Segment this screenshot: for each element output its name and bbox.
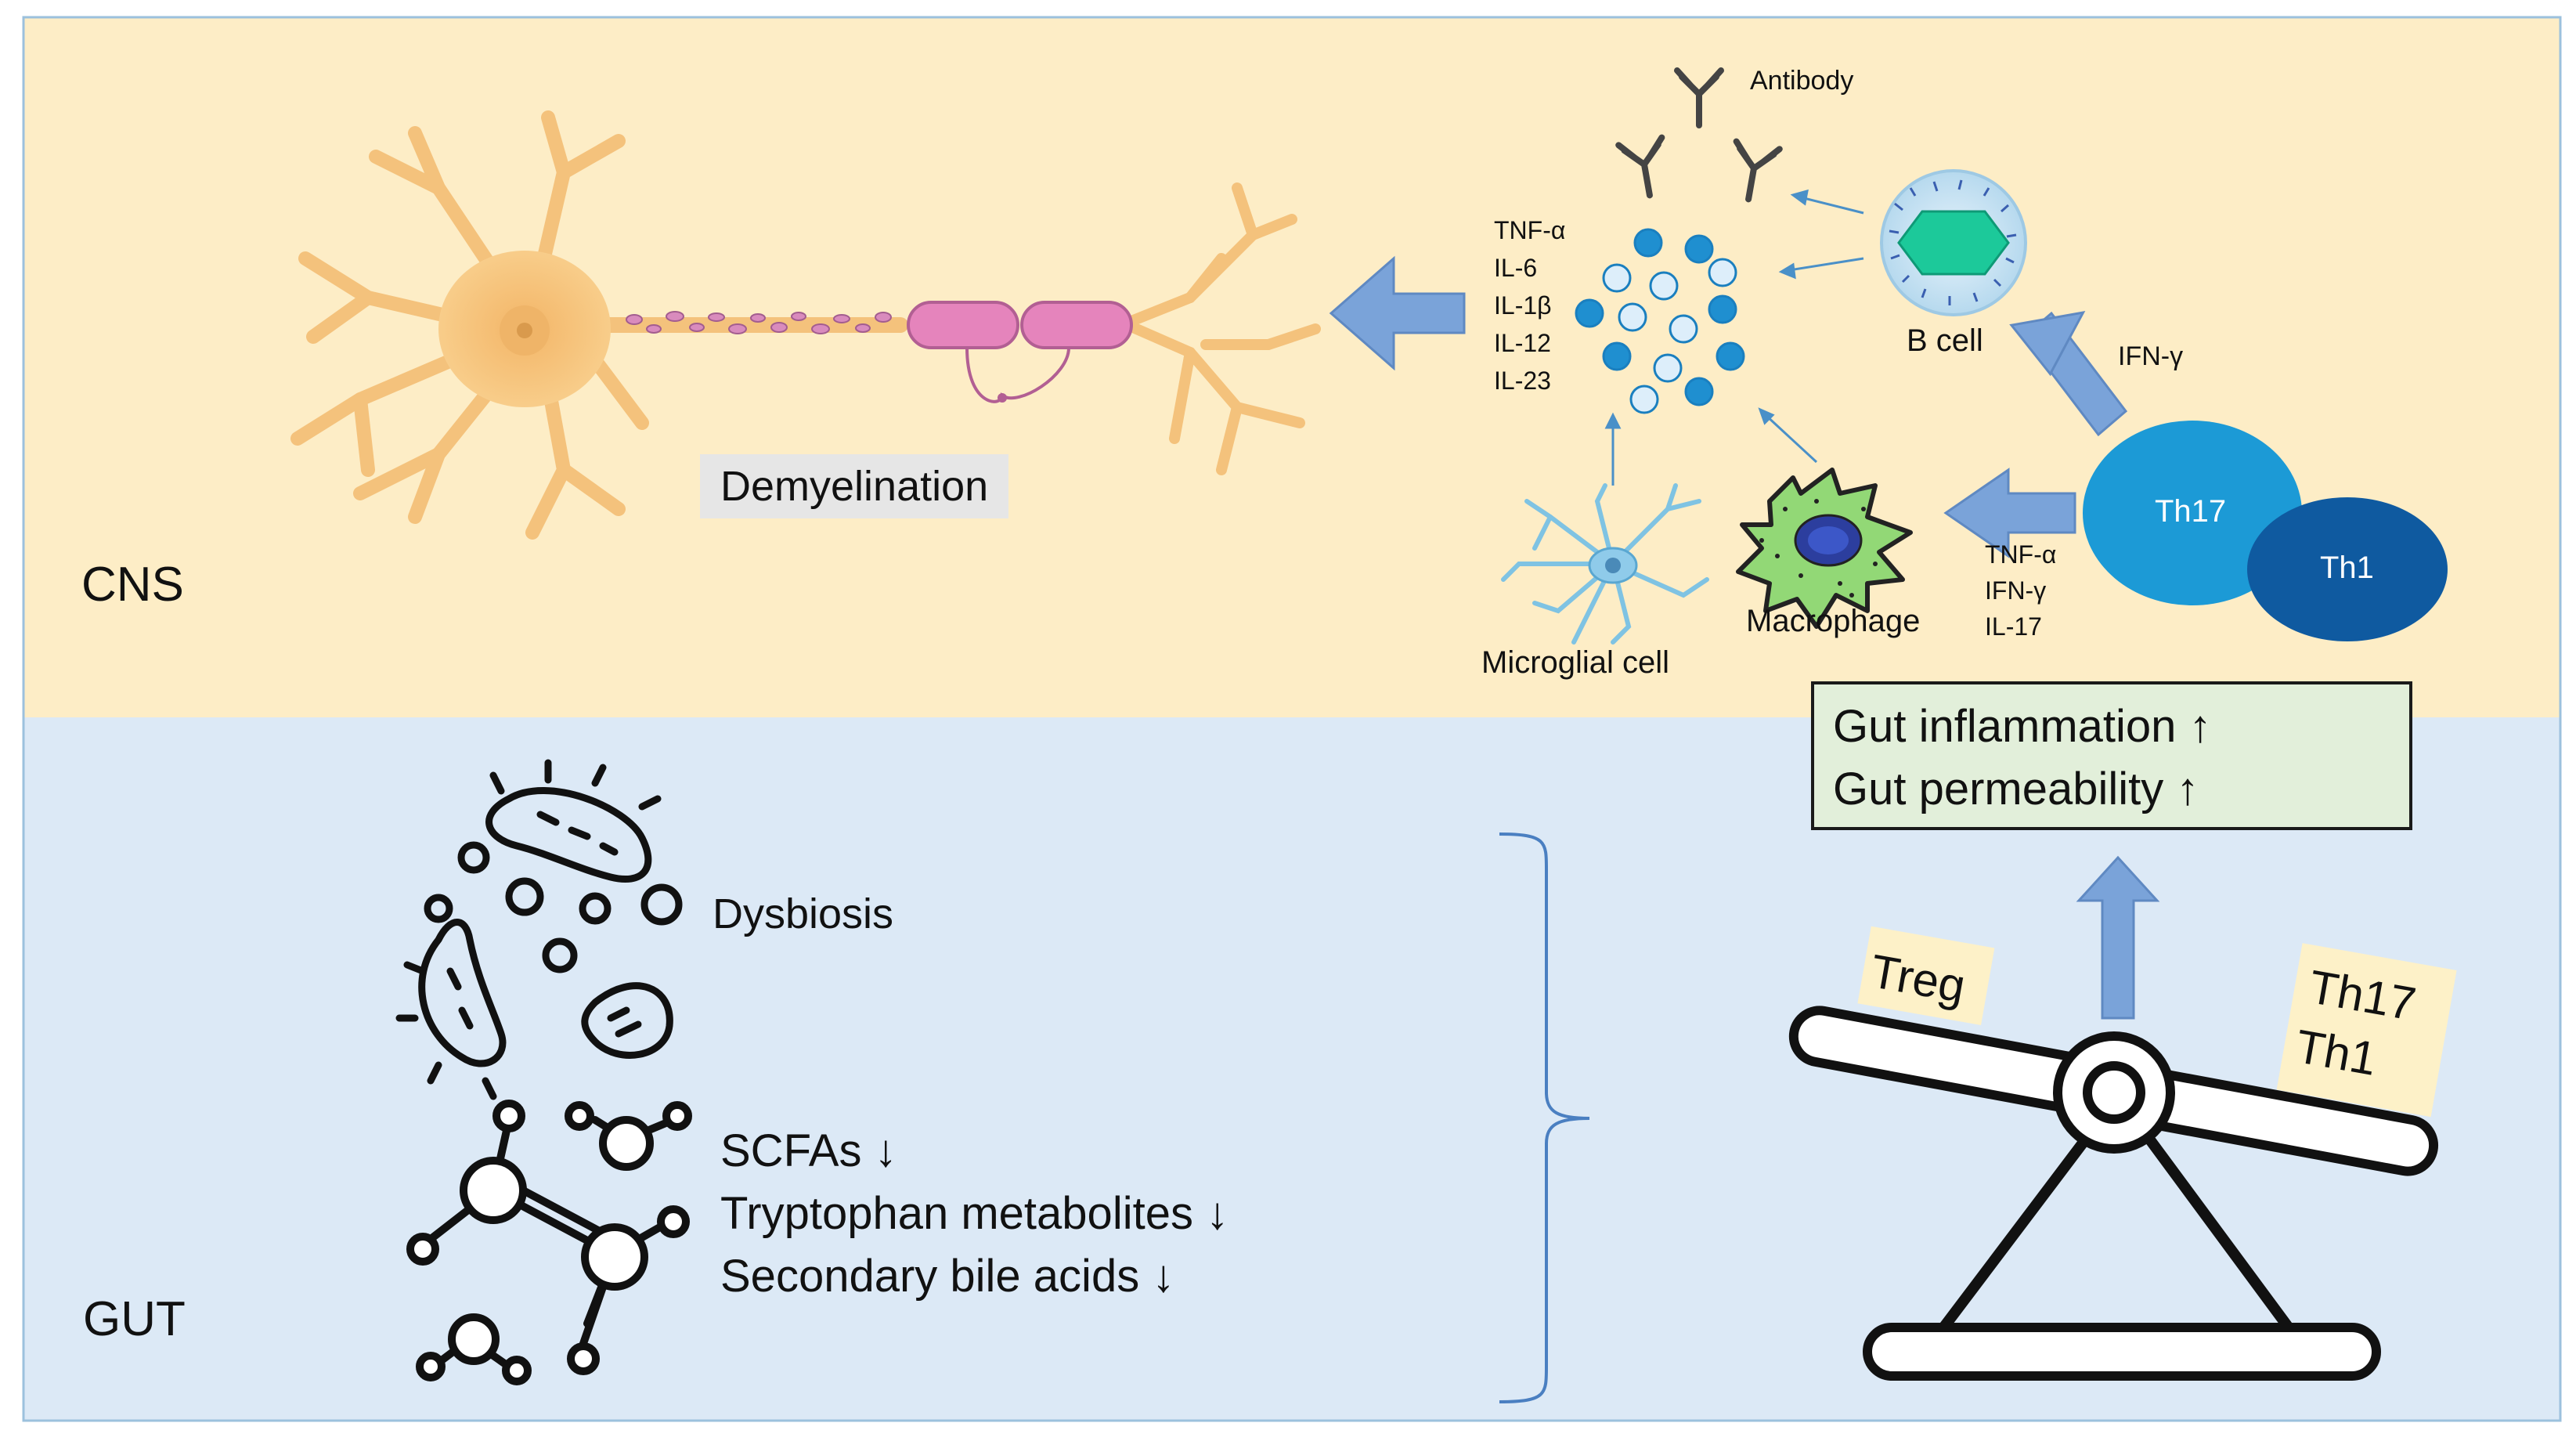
cytokine-cluster-icon: [1575, 228, 1745, 414]
metabolite-molecule-icon: [406, 1100, 692, 1385]
microglial-cell-icon: [1501, 483, 1709, 645]
gut-region-label: GUT: [83, 1292, 186, 1346]
neuron-icon: [290, 110, 1321, 540]
cytokine-item: IL-12: [1494, 329, 1551, 357]
treg-note: [1857, 926, 1995, 1026]
macrophage-icon: [1736, 468, 1913, 629]
arrow-to-b-cell: [2009, 311, 2128, 437]
demyelination-label: Demyelination: [700, 454, 1009, 518]
th-cytokine-item: IL-17: [1985, 612, 2042, 641]
cytokine-item: TNF-α: [1494, 216, 1566, 244]
antibody-icon: [1615, 67, 1783, 203]
gut-effects-box: Gut inflammation ↑ Gut permeability ↑: [1811, 681, 2412, 830]
arrow-to-neuron: [1329, 255, 1466, 371]
cytokine-item: IL-1β: [1494, 291, 1552, 320]
microglial-core: [1605, 558, 1621, 573]
cytokine-list: TNF-α IL-6 IL-1β IL-12 IL-23: [1494, 211, 1565, 399]
myelin-sheath-icon: [907, 301, 1133, 403]
dysbiosis-icon: [395, 759, 683, 1100]
gut-inflammation-text: Gut inflammation ↑: [1833, 701, 2212, 752]
th1-cell-icon: [2247, 497, 2448, 641]
b-cell-icon: [1880, 169, 2027, 316]
cytokine-item: IL-23: [1494, 367, 1551, 395]
arrow-up-to-effects: [2076, 855, 2160, 1020]
th-cytokine-list: TNF-α IFN-γ IL-17: [1985, 536, 2056, 645]
antibody-label: Antibody: [1750, 66, 1854, 96]
th-cytokine-item: IFN-γ: [1985, 576, 2047, 605]
th17-th1-note: [2276, 943, 2457, 1118]
thin-arrows: [1604, 189, 1864, 486]
grouping-brace: [1499, 832, 1590, 1403]
th17-cell-icon: [2083, 421, 2302, 605]
frame: [22, 16, 2562, 1422]
neuron-nucleolus: [517, 323, 532, 338]
th-cytokine-item: TNF-α: [1985, 540, 2057, 569]
metabolite-item: Tryptophan metabolites ↓: [720, 1188, 1229, 1239]
seesaw-icon: [1788, 1006, 2439, 1381]
macrophage-label: Macrophage: [1746, 604, 1921, 638]
dysbiosis-label: Dysbiosis: [713, 890, 894, 937]
metabolite-item: Secondary bile acids ↓: [720, 1251, 1175, 1302]
gut-permeability-text: Gut permeability ↑: [1833, 764, 2199, 814]
microglial-cell-label: Microglial cell: [1481, 645, 1670, 680]
metabolite-list: SCFAs ↓ Tryptophan metabolites ↓ Seconda…: [720, 1120, 1228, 1308]
ifn-gamma-label: IFN-γ: [2118, 341, 2184, 371]
b-cell-label: B cell: [1907, 323, 1983, 358]
arrow-to-macrophage: [1943, 468, 2076, 558]
metabolite-item: SCFAs ↓: [720, 1125, 897, 1176]
th1-label: Th1: [2320, 551, 2374, 585]
cns-region-label: CNS: [81, 558, 184, 612]
cytokine-item: IL-6: [1494, 254, 1538, 282]
th17-label: Th17: [2155, 494, 2227, 529]
myelin-debris: [626, 311, 892, 334]
